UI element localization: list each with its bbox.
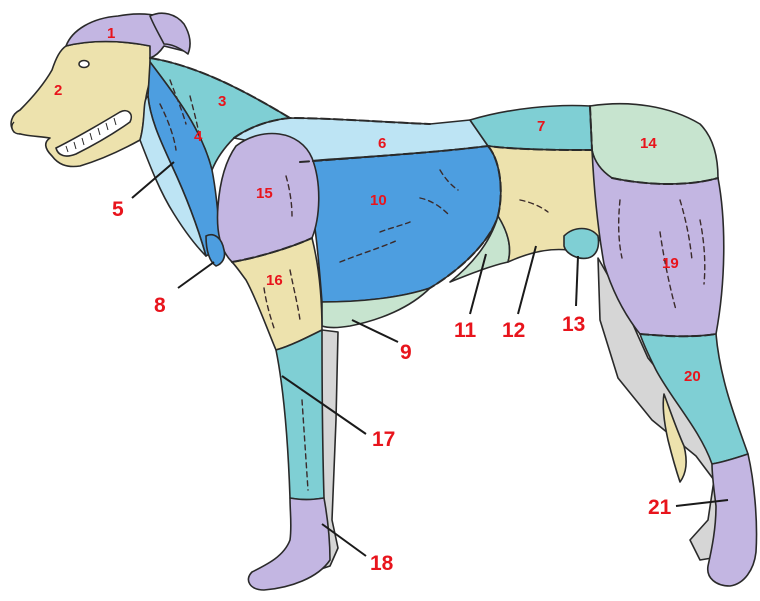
label-9: 9	[400, 341, 412, 364]
label-11: 11	[454, 319, 477, 342]
label-15: 15	[256, 185, 273, 202]
label-4: 4	[194, 128, 203, 145]
label-10: 10	[370, 192, 387, 209]
region-17-forearm	[276, 330, 324, 500]
label-2: 2	[54, 82, 62, 99]
label-12: 12	[502, 319, 525, 342]
region-10-ribs	[300, 146, 501, 302]
label-1: 1	[107, 25, 115, 42]
label-7: 7	[537, 118, 545, 135]
label-19: 19	[662, 255, 679, 272]
label-8: 8	[154, 294, 166, 317]
label-6: 6	[378, 135, 386, 152]
label-14: 14	[640, 135, 657, 152]
region-18-front-paw	[248, 498, 330, 590]
label-5: 5	[112, 198, 124, 221]
label-13: 13	[562, 313, 585, 336]
region-21-hind-paw	[708, 454, 757, 586]
label-21: 21	[648, 496, 672, 519]
label-18: 18	[370, 552, 394, 575]
label-16: 16	[266, 272, 283, 289]
eye	[79, 61, 89, 68]
label-17: 17	[372, 428, 395, 451]
label-20: 20	[684, 368, 701, 385]
region-13-groin	[564, 229, 599, 259]
region-7-loin	[470, 106, 592, 150]
label-3: 3	[218, 93, 226, 110]
